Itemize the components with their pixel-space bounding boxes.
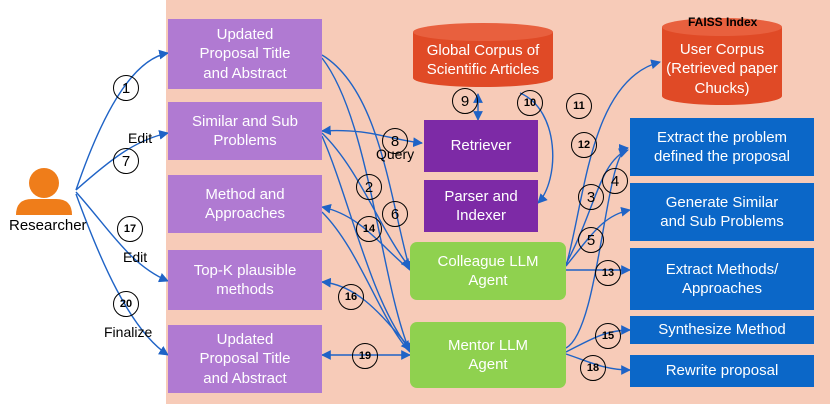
global-corpus-cylinder — [413, 23, 553, 87]
step-6: 6 — [382, 201, 408, 227]
step-3: 3 — [578, 184, 604, 210]
step-17: 17 — [117, 216, 143, 242]
step-2: 2 — [356, 174, 382, 200]
step-18: 18 — [580, 355, 606, 381]
finalize-label: Finalize — [104, 324, 153, 340]
generate-similar-box[interactable]: Generate Similar and Sub Problems — [630, 183, 814, 241]
researcher-label: Researcher — [9, 217, 87, 234]
step-1: 1 — [113, 75, 139, 101]
step-8: 8 — [382, 128, 408, 154]
synthesize-method-box[interactable]: Synthesize Method — [630, 316, 814, 344]
extract-problem-box[interactable]: Extract the problem defined the proposal — [630, 118, 814, 176]
rewrite-proposal-box[interactable]: Rewrite proposal — [630, 355, 814, 387]
step-11: 11 — [566, 93, 592, 119]
step-19: 19 — [352, 343, 378, 369]
step-20: 20 — [113, 291, 139, 317]
step-9: 9 — [452, 88, 478, 114]
step-10: 10 — [517, 90, 543, 116]
method-approaches-box[interactable]: Method and Approaches — [168, 175, 322, 233]
step-4: 4 — [602, 168, 628, 194]
proposal-title-abstract-top[interactable]: Updated Proposal Title and Abstract — [168, 19, 322, 89]
user-corpus-cylinder — [662, 18, 782, 105]
faiss-index-label: FAISS Index — [688, 15, 758, 29]
user-corpus-label: User Corpus (Retrieved paper Chucks) — [666, 40, 778, 97]
step-15: 15 — [595, 323, 621, 349]
step-16: 16 — [338, 284, 364, 310]
mentor-llm-agent[interactable]: Mentor LLM Agent — [410, 322, 566, 388]
edit-label-2: Edit — [123, 249, 148, 265]
colleague-llm-agent[interactable]: Colleague LLM Agent — [410, 242, 566, 300]
extract-methods-box[interactable]: Extract Methods/ Approaches — [630, 248, 814, 310]
step-13: 13 — [595, 260, 621, 286]
similar-sub-problems-box[interactable]: Similar and Sub Problems — [168, 102, 322, 160]
retriever-box[interactable]: Retriever — [424, 120, 538, 172]
step-7: 7 — [113, 148, 139, 174]
step-5: 5 — [578, 227, 604, 253]
parser-indexer-box[interactable]: Parser and Indexer — [424, 180, 538, 232]
step-14: 14 — [356, 216, 382, 242]
researcher-icon — [16, 168, 72, 215]
global-corpus-label: Global Corpus of Scientific Articles — [426, 41, 540, 79]
proposal-title-abstract-bottom[interactable]: Updated Proposal Title and Abstract — [168, 325, 322, 393]
edit-label-1: Edit — [128, 130, 153, 146]
step-12: 12 — [571, 132, 597, 158]
topk-methods-box[interactable]: Top-K plausible methods — [168, 250, 322, 310]
